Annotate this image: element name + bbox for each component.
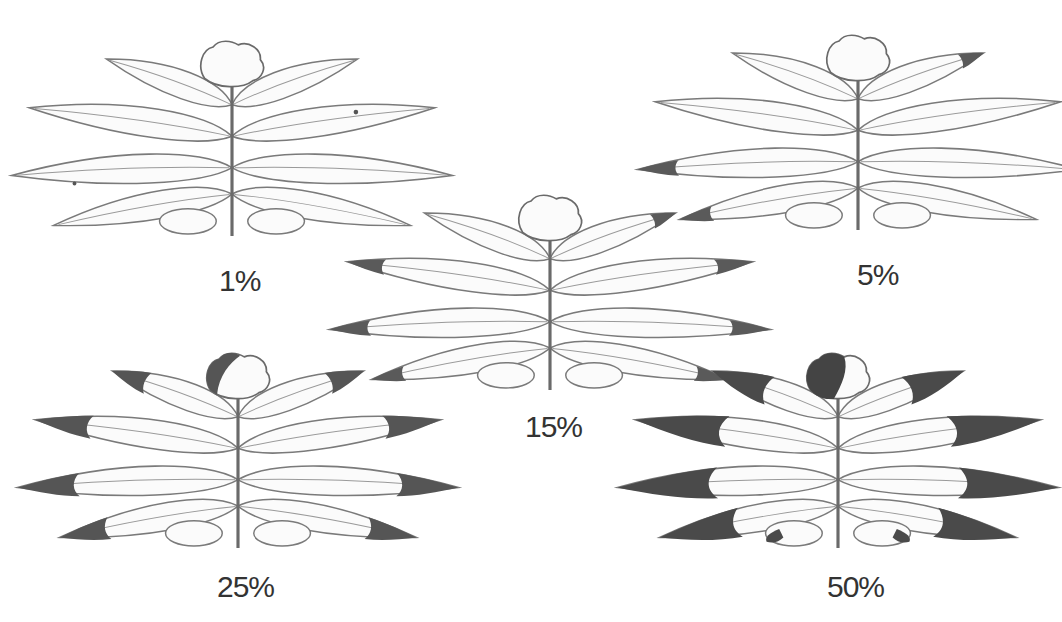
leaf-drawing bbox=[329, 195, 771, 391]
percent-label: 1% bbox=[219, 266, 260, 296]
leaf-drawing bbox=[17, 353, 459, 549]
leaf-drawing bbox=[617, 353, 1059, 551]
percent-label: 5% bbox=[857, 260, 898, 290]
leaf-drawing bbox=[637, 35, 1062, 231]
percent-label: 50% bbox=[827, 572, 884, 602]
leaf-drawing bbox=[11, 41, 453, 237]
percent-label: 15% bbox=[525, 412, 582, 442]
percent-label: 25% bbox=[217, 572, 274, 602]
